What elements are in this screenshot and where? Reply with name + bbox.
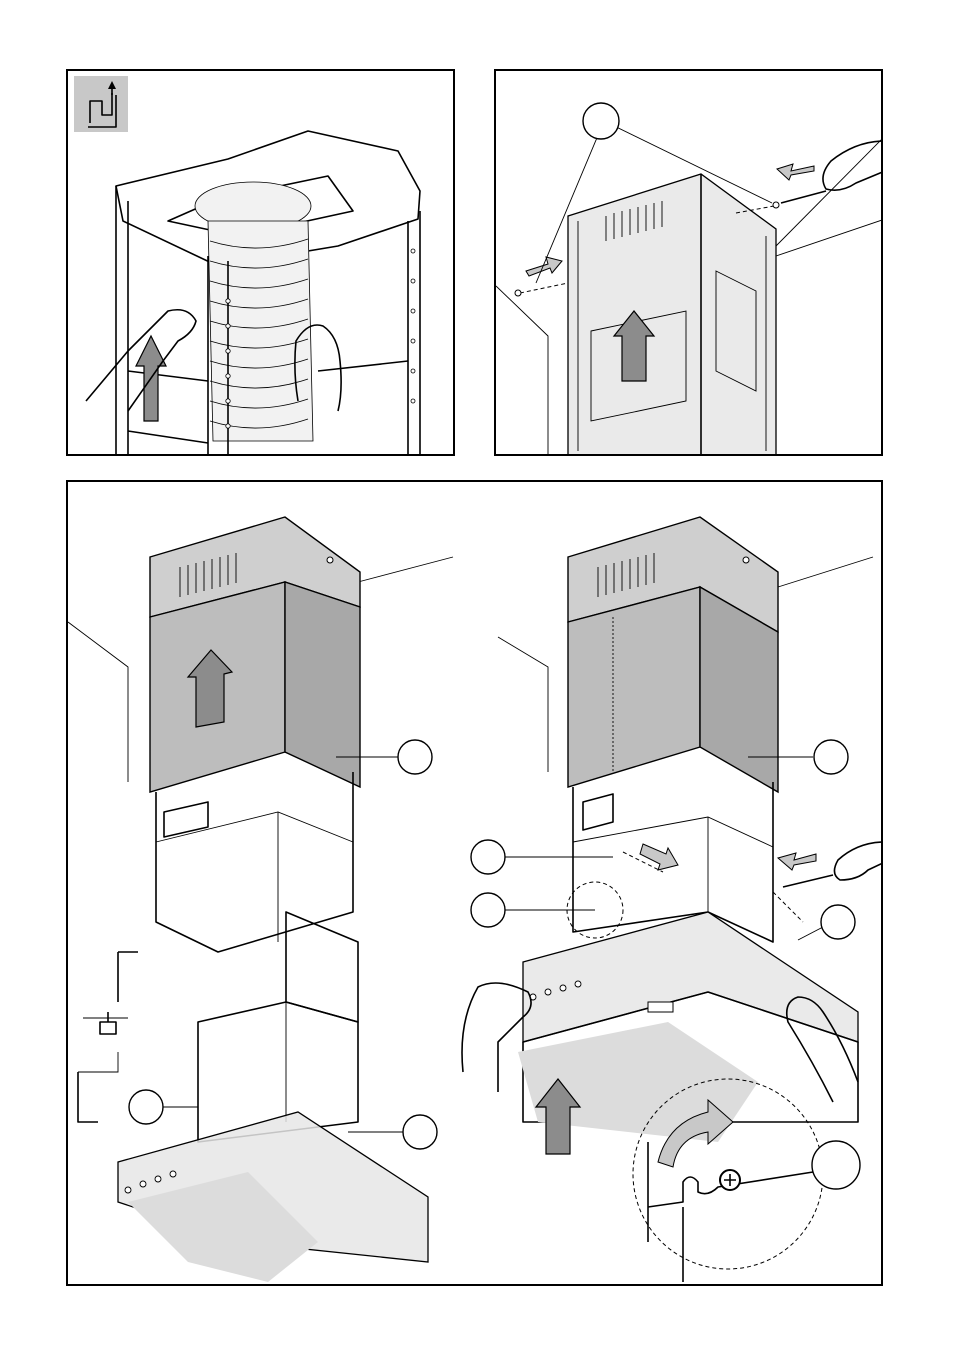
- panel-duct-connection: [66, 69, 455, 456]
- panel-fix-upper-chimney: [494, 69, 883, 456]
- panel-chimney-and-hood-assembly: [66, 480, 883, 1286]
- callout-5: [471, 840, 505, 874]
- panel-2-drawing: [496, 71, 883, 456]
- callout-6: [471, 893, 505, 927]
- panel-1-drawing: [68, 71, 455, 456]
- upper-chimney-right: [568, 517, 778, 792]
- callout-2: [398, 740, 432, 774]
- callout-7: [814, 740, 848, 774]
- screw-detail: [78, 952, 138, 1122]
- callout-4: [403, 1115, 437, 1149]
- hand-icon: [823, 141, 883, 190]
- ducted-exhaust-icon: [74, 76, 128, 132]
- upper-chimney: [568, 174, 776, 456]
- hand-icon: [834, 842, 883, 880]
- screw-icon: [100, 1012, 116, 1034]
- callout-3: [129, 1090, 163, 1124]
- callout-9: [812, 1141, 860, 1189]
- screwdriver-icon: [783, 875, 833, 887]
- screwdriver-icon: [781, 191, 826, 203]
- lower-chimney: [198, 912, 358, 1142]
- upper-chimney-left: [150, 517, 360, 792]
- callout-1: [583, 103, 619, 139]
- flexible-duct: [195, 182, 313, 441]
- panel-3-drawing: [68, 482, 883, 1286]
- callout-8: [821, 905, 855, 939]
